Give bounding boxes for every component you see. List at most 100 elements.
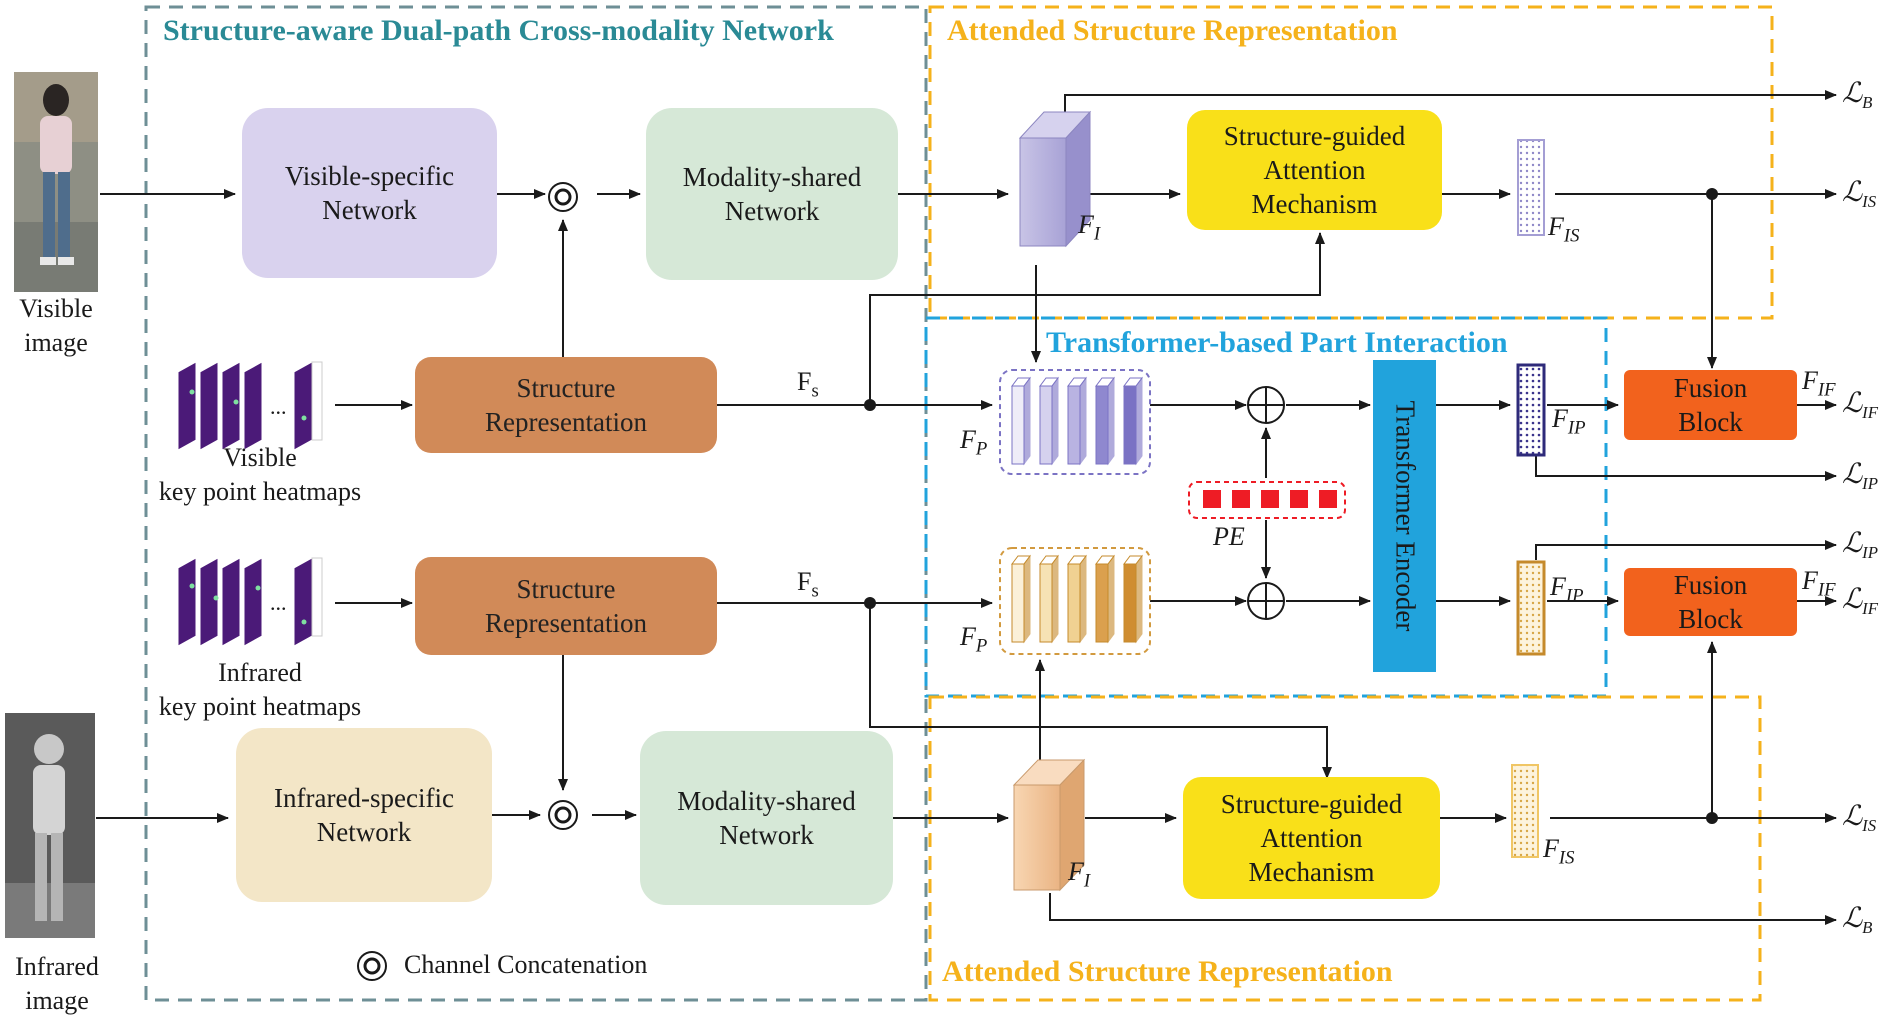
fis-main: F (1543, 834, 1559, 863)
label-line: image (24, 328, 88, 357)
box-line: Network (724, 196, 820, 226)
junction-dot (1706, 812, 1718, 824)
fs-sub: s (811, 580, 819, 602)
dual-path-frame (144, 5, 928, 1002)
fp-label-top: FP (960, 423, 987, 467)
heatmap-back (311, 557, 323, 637)
box-line: Mechanism (1251, 189, 1378, 219)
label-line: Infrared (218, 658, 302, 687)
box-line: Block (1678, 407, 1743, 437)
part-side (1023, 554, 1031, 644)
fi-sub: I (1093, 223, 1101, 245)
box-line: Structure (516, 373, 616, 403)
label-line: Visible (19, 294, 93, 323)
attended-top-title: Attended Structure Representation (947, 14, 1398, 47)
box-line: Representation (485, 407, 647, 437)
heatmap-keypoint (213, 595, 219, 601)
fis-bar-infrared (1511, 764, 1539, 858)
part-side (1135, 554, 1143, 644)
infrared-heatmaps-label: Infrared key point heatmaps (140, 656, 380, 724)
arrow-fs-sgam-top (869, 232, 1325, 405)
loss-symbol: ℒ (1842, 177, 1863, 208)
heatmap-keypoint (301, 619, 307, 625)
pe-token (1290, 490, 1308, 508)
legend-channel-concat: Channel Concatenation (404, 950, 648, 979)
box-line: Fusion (1673, 570, 1748, 600)
part-side (1135, 376, 1143, 466)
box-line: Network (322, 195, 417, 225)
fs-label-top: Fs (797, 365, 819, 409)
fif-sub: IF (1817, 379, 1836, 401)
transformer-part-title: Transformer-based Part Interaction (1046, 326, 1508, 359)
part-side (1079, 376, 1087, 466)
infrared-person-image (5, 713, 95, 938)
part-column (1095, 563, 1109, 643)
fip-main: F (1552, 404, 1568, 433)
concat-symbol-top (548, 182, 578, 212)
fis-main: F (1548, 212, 1564, 241)
fs-main: F (797, 567, 812, 596)
fp-sub: P (975, 438, 988, 460)
label-line: Infrared (15, 952, 99, 981)
fs-label-bottom: Fs (797, 565, 819, 609)
box-line: Representation (485, 608, 647, 638)
fi-label-top: FI (1078, 208, 1100, 252)
part-column (1011, 385, 1025, 465)
fip-label-bottom: FIP (1550, 570, 1584, 614)
arrow-fip-lip-bottom (1535, 540, 1837, 560)
heatmap-layer (199, 361, 219, 451)
box-line: Structure (516, 574, 616, 604)
loss-is-top: ℒIS (1842, 175, 1876, 212)
loss-sub: IS (1862, 815, 1877, 835)
part-column (1039, 563, 1053, 643)
heatmap-keypoint (233, 399, 239, 405)
heatmap-layer (293, 361, 313, 451)
fp-parts-visible (1011, 376, 1143, 466)
arrow-fi-lb-bottom (1049, 893, 1837, 925)
part-column (1095, 385, 1109, 465)
loss-if-bottom: ℒIF (1842, 582, 1878, 619)
label-line: key point heatmaps (158, 692, 362, 721)
label-line: key point heatmaps (158, 477, 362, 506)
fip-sub: IP (1565, 585, 1584, 607)
fis-label-top: FIS (1548, 210, 1579, 254)
heatmap-keypoint (255, 585, 261, 591)
part-column (1011, 563, 1025, 643)
concat-symbol-bottom-inner (554, 806, 572, 824)
loss-is-bottom: ℒIS (1842, 799, 1876, 836)
fi-main: F (1068, 857, 1084, 886)
fp-sub: P (975, 635, 988, 657)
arrow-fs-sgam-bottom (869, 603, 1332, 779)
loss-if-top: ℒIF (1842, 386, 1878, 423)
concat-symbol-bottom (548, 800, 578, 830)
part-side (1107, 554, 1115, 644)
part-side (1079, 554, 1087, 644)
pe-token (1203, 490, 1221, 508)
fip-sub: IP (1567, 417, 1586, 439)
fi-main: F (1078, 210, 1094, 239)
heatmap-ellipsis: ... (270, 394, 287, 419)
part-column (1123, 385, 1137, 465)
loss-sub: IP (1862, 542, 1879, 562)
junction-dot (864, 597, 876, 609)
heatmap-layer (177, 557, 197, 647)
fi-block-visible (1018, 110, 1092, 248)
fis-sub: IS (1563, 225, 1580, 247)
part-side (1051, 554, 1059, 644)
fi-block-infrared (1012, 758, 1086, 892)
infrared-image-label: Infrared image (2, 950, 112, 1018)
attended-bottom-title: Attended Structure Representation (942, 955, 1393, 988)
concat-symbol-legend-inner (363, 957, 381, 975)
label-line: image (25, 986, 89, 1015)
part-side (1107, 376, 1115, 466)
loss-symbol: ℒ (1842, 903, 1863, 934)
fip-bar-infrared (1516, 560, 1546, 656)
pe-token (1232, 490, 1250, 508)
